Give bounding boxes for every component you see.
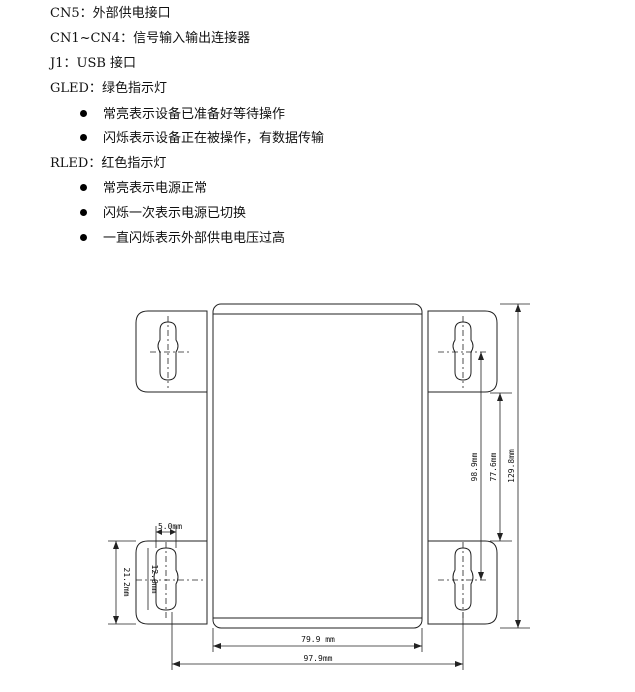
dim-inner-height: 98.9mm (470, 452, 479, 481)
left-top-tab (135, 310, 208, 393)
left-flange (206, 311, 214, 624)
enclosure-body (212, 303, 423, 629)
right-top-tab (427, 310, 498, 393)
rled-label: RLED： (50, 156, 102, 171)
gled-line: GLED：绿色指示灯 (50, 81, 167, 97)
bullet-icon (80, 110, 87, 117)
body-inner-edge (213, 313, 422, 619)
dim-total-width: 97.9mm (304, 654, 333, 663)
bullet-icon (80, 234, 87, 241)
rled-bullet-2-text: 闪烁一次表示电源已切换 (103, 206, 247, 221)
dim-slot-height: 12.0mm (150, 565, 159, 594)
dim-total-height: 129.8mm (507, 449, 516, 483)
dim-slot-width: 5.0mm (158, 522, 182, 531)
cn1-cn4-label: CN1~CN4： (50, 31, 134, 46)
dimension-lines (108, 303, 530, 670)
rled-line: RLED：红色指示灯 (50, 156, 166, 172)
bullet-icon (80, 209, 87, 216)
j1-desc: USB 接口 (76, 56, 137, 71)
gled-label: GLED： (50, 81, 102, 96)
left-bottom-tab (135, 540, 208, 625)
gled-bullet-1: 常亮表示设备已准备好等待操作 (80, 107, 285, 123)
bullet-icon (80, 134, 87, 141)
j1-line: J1：USB 接口 (50, 56, 136, 72)
cn5-label: CN5： (50, 6, 93, 21)
cn1-cn4-desc: 信号输入输出连接器 (133, 31, 251, 46)
gled-bullet-1-text: 常亮表示设备已准备好等待操作 (103, 107, 286, 122)
right-flange (421, 311, 429, 624)
center-lines (136, 316, 488, 618)
right-bottom-tab (427, 540, 498, 625)
cn5-desc: 外部供电接口 (92, 6, 171, 21)
dim-body-width: 79.9 mm (301, 635, 335, 644)
gled-bullet-2: 闪烁表示设备正在被操作，有数据传输 (80, 131, 324, 147)
cn1-cn4-line: CN1~CN4：信号输入输出连接器 (50, 31, 250, 47)
gled-bullet-2-text: 闪烁表示设备正在被操作，有数据传输 (103, 131, 325, 146)
arrowheads (113, 304, 521, 667)
dim-tab-height: 21.2mm (122, 568, 131, 597)
rled-bullet-3-text: 一直闪烁表示外部供电电压过高 (103, 231, 286, 246)
gled-desc: 绿色指示灯 (101, 81, 167, 96)
bullet-icon (80, 184, 87, 191)
rled-desc: 红色指示灯 (101, 156, 167, 171)
rled-bullet-1: 常亮表示电源正常 (80, 181, 207, 197)
j1-label: J1： (50, 56, 77, 71)
rled-bullet-1-text: 常亮表示电源正常 (103, 181, 208, 196)
rled-bullet-2: 闪烁一次表示电源已切换 (80, 206, 246, 222)
cn5-line: CN5：外部供电接口 (50, 6, 171, 22)
rled-bullet-3: 一直闪烁表示外部供电电压过高 (80, 231, 285, 247)
dim-hole-spacing: 77.6mm (489, 452, 498, 481)
